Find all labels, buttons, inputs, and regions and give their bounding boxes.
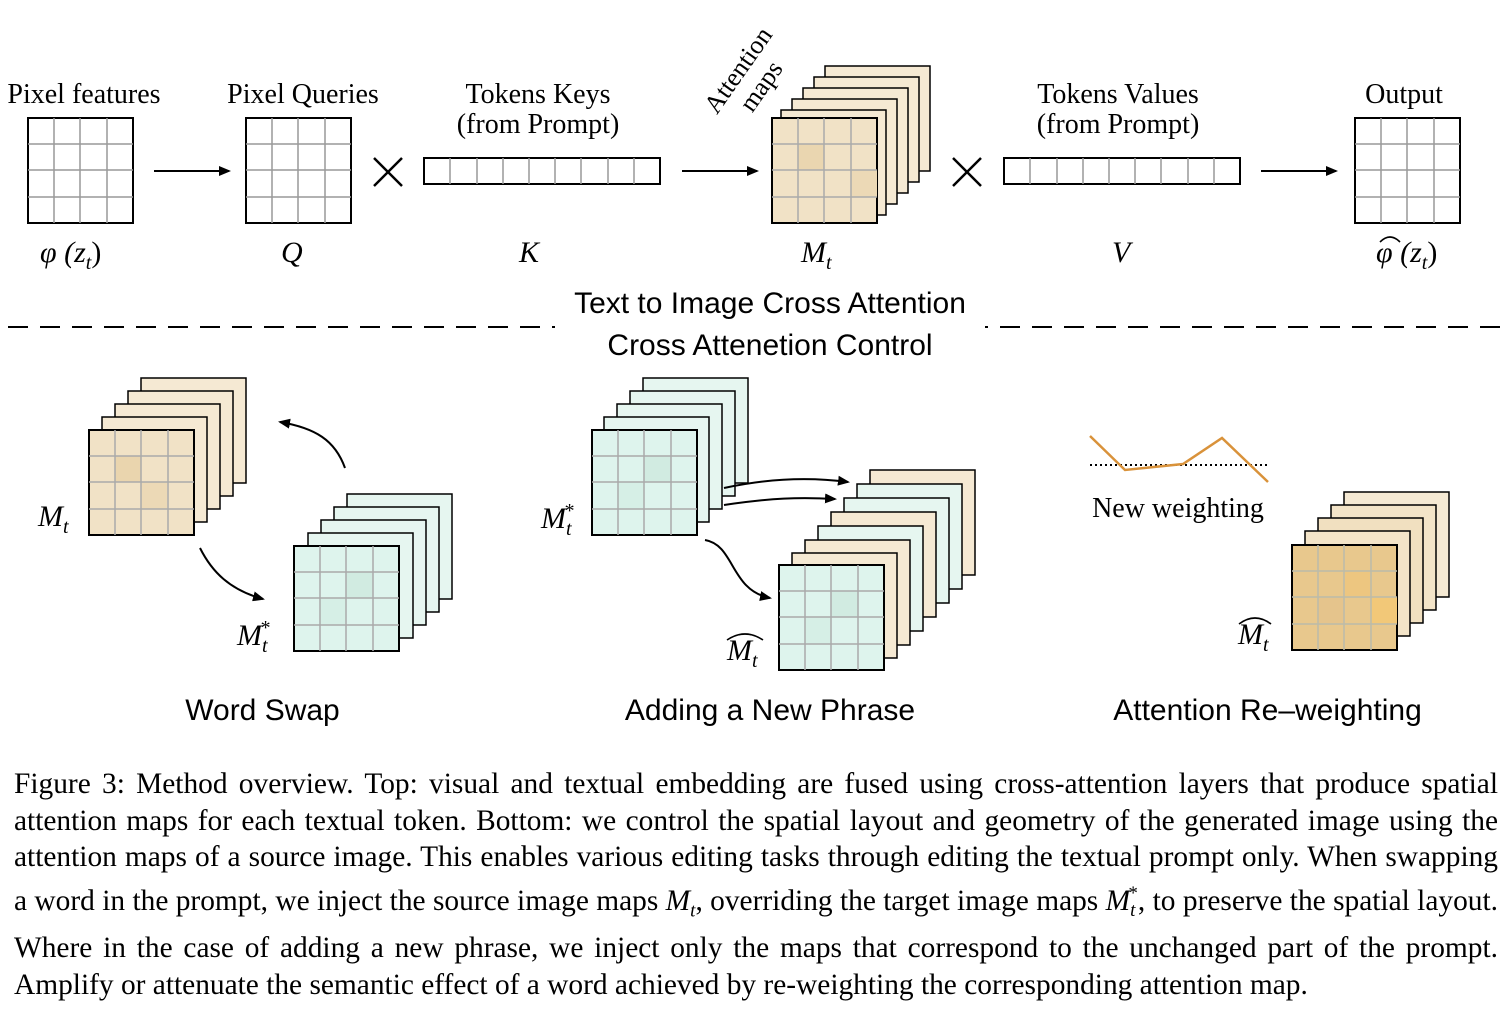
- word-swap-target-stack: [293, 493, 453, 652]
- symbol-mt: Mt: [801, 236, 832, 274]
- symbol-new-phrase-mt-star: Mt*: [541, 500, 574, 540]
- attention-maps-stack: [771, 65, 931, 224]
- symbol-k: K: [519, 236, 540, 269]
- hat-accent: [1238, 617, 1272, 625]
- label-pixel-features: Pixel features: [7, 79, 161, 110]
- label-new-weighting: New weighting: [1092, 493, 1264, 524]
- symbol-v: V: [1112, 236, 1131, 269]
- new-phrase-source-stack: [591, 377, 749, 536]
- label-pixel-queries: Pixel Queries: [227, 79, 379, 110]
- symbol-word-swap-mt-star: Mt*: [237, 617, 270, 657]
- symbol-reweighting-mt-hat: Mt: [1238, 618, 1269, 656]
- symbol-q: Q: [281, 236, 303, 269]
- word-swap-source-stack: [88, 377, 247, 536]
- label-output: Output: [1365, 79, 1443, 110]
- label-tokens-values-source: (from Prompt): [1036, 109, 1200, 140]
- method-overview-diagram: Attention maps: [8, 22, 1500, 671]
- weighting-curve: [1089, 435, 1269, 483]
- arrow-swap-up: [278, 418, 346, 469]
- title-attention-reweighting: Attention Re–weighting: [1113, 694, 1422, 727]
- output-grid: [1354, 117, 1461, 224]
- figure-caption: Figure 3: Method overview. Top: visual a…: [14, 768, 1498, 1001]
- section-title-cross-attention: Text to Image Cross Attention: [574, 287, 966, 320]
- symbol-word-swap-mt: Mt: [38, 500, 69, 538]
- new-phrase-target-stack: [778, 469, 976, 671]
- times-icon: [952, 157, 982, 187]
- title-word-swap: Word Swap: [185, 694, 340, 727]
- pixel-queries-grid: [245, 117, 352, 224]
- hat-accent: [1379, 236, 1401, 243]
- reweighting-stack: [1291, 491, 1450, 651]
- arrow-phrase-3: [704, 539, 772, 601]
- pixel-features-grid: [27, 117, 134, 224]
- arrow-phrase-1: [723, 475, 850, 489]
- symbol-new-phrase-mt-hat: Mt: [727, 634, 758, 672]
- section-title-attention-control: Cross Attenetion Control: [607, 329, 933, 362]
- label-tokens-keys: Tokens Keys: [465, 79, 611, 110]
- label-tokens-keys-source: (from Prompt): [456, 109, 620, 140]
- symbol-phi-zt: φ (zt): [40, 236, 102, 274]
- arrow-swap-down: [199, 547, 265, 602]
- tokens-keys-bar: [423, 157, 661, 185]
- hat-accent: [726, 633, 764, 641]
- times-icon: [373, 157, 403, 187]
- tokens-values-bar: [1003, 157, 1241, 185]
- title-adding-new-phrase: Adding a New Phrase: [624, 694, 916, 727]
- arrow-phrase-2: [723, 493, 837, 506]
- symbol-phi-hat-zt: φ (zt): [1376, 236, 1438, 274]
- label-tokens-values: Tokens Values: [1037, 79, 1199, 110]
